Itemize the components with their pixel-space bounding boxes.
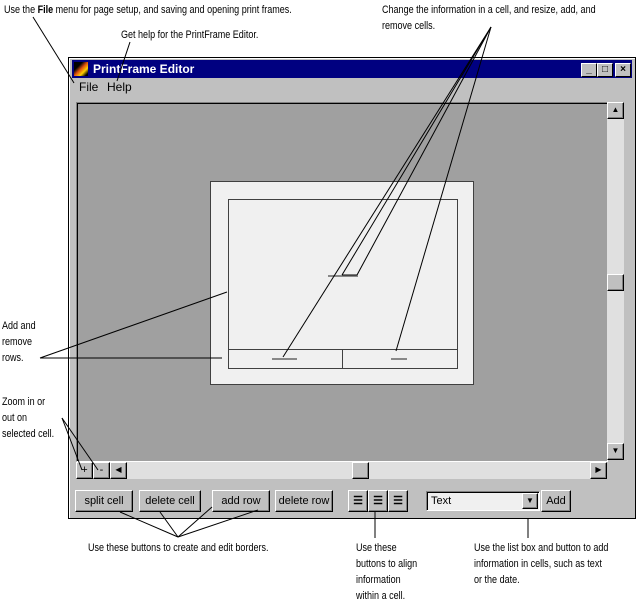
file-menu-note: Use the File menu for page setup, and sa… xyxy=(4,4,292,16)
vertical-scroll-thumb[interactable] xyxy=(607,274,624,291)
cell-main-text[interactable] xyxy=(328,275,358,277)
add-button[interactable]: Add xyxy=(541,490,571,512)
window-title: PrintFrame Editor xyxy=(93,62,195,76)
print-frame-paper xyxy=(210,181,474,385)
dropdown-arrow-icon[interactable]: ▼ xyxy=(522,493,538,509)
scroll-left-icon[interactable]: ◀ xyxy=(110,462,127,479)
scroll-up-icon[interactable]: ▲ xyxy=(607,102,624,119)
delete-cell-button[interactable]: delete cell xyxy=(139,490,201,512)
split-cell-button[interactable]: split cell xyxy=(75,490,133,512)
align-center-icon[interactable]: ☰ xyxy=(368,490,388,512)
menu-file[interactable]: File xyxy=(79,80,99,94)
add-row-button[interactable]: add row xyxy=(212,490,270,512)
align-right-icon[interactable]: ☰ xyxy=(388,490,408,512)
align-left-icon[interactable]: ☰ xyxy=(348,490,368,512)
printframe-editor-window: PrintFrame Editor _ □ × File Help ▲ ▼ + … xyxy=(68,57,636,519)
help-menu-note: Get help for the PrintFrame Editor. xyxy=(121,29,259,41)
zoom-out-button[interactable]: - xyxy=(93,462,110,479)
cell-divider[interactable] xyxy=(342,350,343,369)
matlab-logo-icon xyxy=(74,62,88,76)
bottom-row[interactable] xyxy=(229,349,457,369)
vertical-scrollbar[interactable]: ▲ ▼ xyxy=(607,102,624,460)
horizontal-scrollbar[interactable]: ◀ ▶ xyxy=(110,462,607,479)
close-button[interactable]: × xyxy=(615,63,631,77)
cell-right-text[interactable] xyxy=(391,358,407,360)
menu-help[interactable]: Help xyxy=(107,80,132,94)
info-type-select[interactable]: Text ▼ xyxy=(426,491,540,511)
select-value: Text xyxy=(431,495,452,507)
minimize-button[interactable]: _ xyxy=(581,63,597,77)
scroll-down-icon[interactable]: ▼ xyxy=(607,443,624,460)
scroll-right-icon[interactable]: ▶ xyxy=(590,462,607,479)
frame-border xyxy=(228,199,458,369)
maximize-button[interactable]: □ xyxy=(597,63,613,77)
title-bar: PrintFrame Editor _ □ × xyxy=(72,60,632,78)
delete-row-button[interactable]: delete row xyxy=(275,490,333,512)
cells-note: Change the information in a cell, and re… xyxy=(382,4,596,32)
horizontal-scroll-thumb[interactable] xyxy=(352,462,369,479)
canvas-area xyxy=(76,102,608,462)
cell-left-text[interactable] xyxy=(272,358,297,360)
borders-note: Use these buttons to create and edit bor… xyxy=(88,542,269,554)
